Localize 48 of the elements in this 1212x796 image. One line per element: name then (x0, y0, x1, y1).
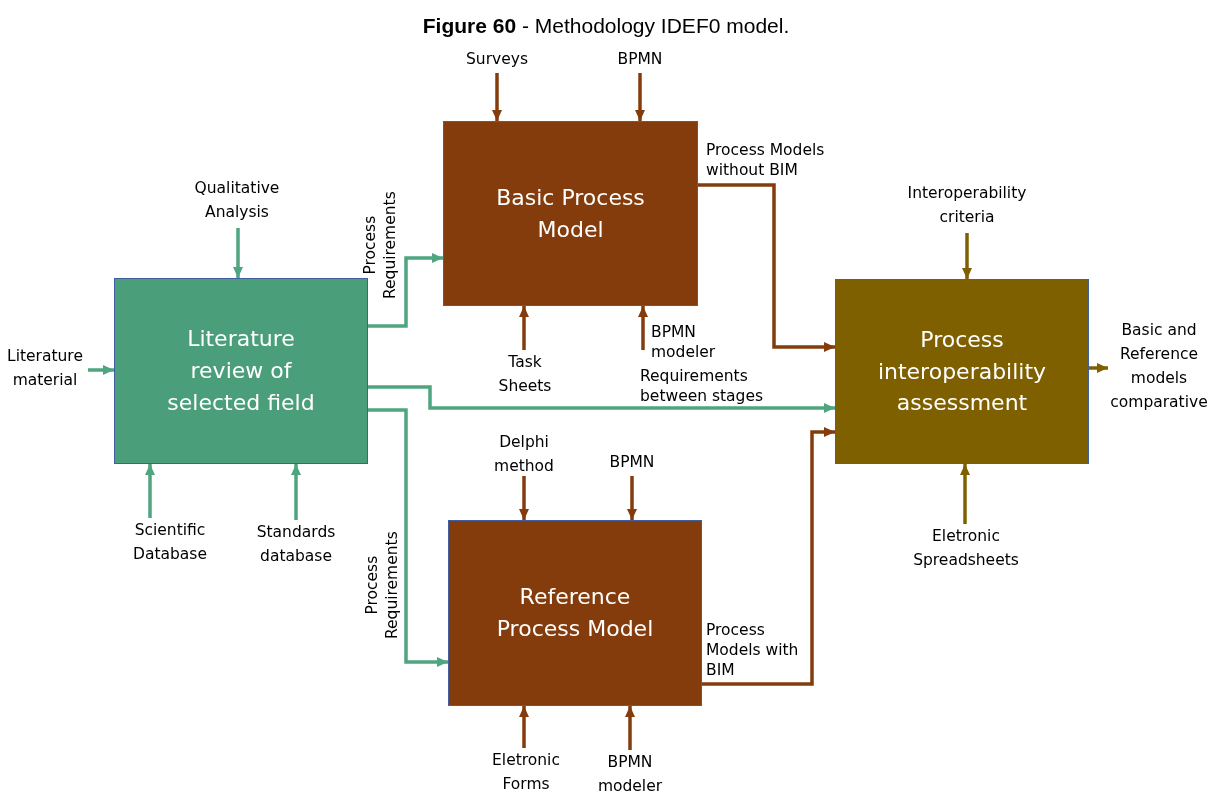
flow-label: Standards database (242, 520, 350, 570)
arrow (960, 464, 970, 524)
edge-label: Process Models without BIM (706, 140, 826, 181)
flow-label: Scientific Database (116, 518, 224, 568)
arrow (145, 464, 155, 518)
activity-title: Process interoperability assessment (876, 325, 1048, 418)
activity-box (448, 520, 702, 706)
flow-label: Literature material (2, 344, 88, 396)
arrow (1089, 363, 1108, 373)
flow-label: Eletronic Spreadsheets (896, 524, 1036, 574)
figure-title: Figure 60 - Methodology IDEF0 model. (422, 14, 790, 38)
flow-label: BPMN (598, 450, 666, 476)
arrow (368, 253, 443, 328)
activity-title: Basic Process Model (495, 183, 646, 244)
flow-label: Basic and Reference models comparative (1108, 318, 1210, 422)
edge-label: Process Requirements (361, 530, 402, 642)
arrow (638, 306, 648, 350)
flow-label: Interoperability criteria (884, 181, 1050, 233)
arrow (519, 706, 529, 748)
arrow (368, 408, 448, 667)
arrow (492, 73, 502, 121)
arrow (519, 476, 529, 520)
arrow (368, 385, 835, 413)
flow-label: Qualitative Analysis (176, 176, 298, 228)
arrow (291, 464, 301, 520)
flow-label: Task Sheets (484, 350, 566, 400)
arrow (702, 427, 835, 686)
arrow (698, 183, 835, 352)
flow-label: Delphi method (484, 430, 564, 476)
activity-title: Reference Process Model (495, 583, 655, 643)
arrow (233, 228, 243, 278)
arrow (88, 365, 114, 375)
arrow (635, 73, 645, 121)
activity-box (443, 121, 698, 306)
arrow (962, 233, 972, 279)
activity-box (114, 278, 368, 464)
arrow (627, 476, 637, 520)
arrow (519, 306, 529, 350)
arrow (625, 706, 635, 750)
flow-label: BPMN (606, 47, 674, 73)
activity-title: Literature review of selected field (166, 325, 316, 417)
edge-label: Requirements between stages (640, 366, 765, 407)
edge-label: Process Models with BIM (706, 620, 800, 681)
activity-box (835, 279, 1089, 464)
flow-label: BPMN modeler (588, 750, 672, 796)
edge-label: Process Requirements (359, 190, 400, 302)
flow-label: Surveys (455, 47, 539, 73)
flow-label: Eletronic Forms (478, 748, 574, 794)
